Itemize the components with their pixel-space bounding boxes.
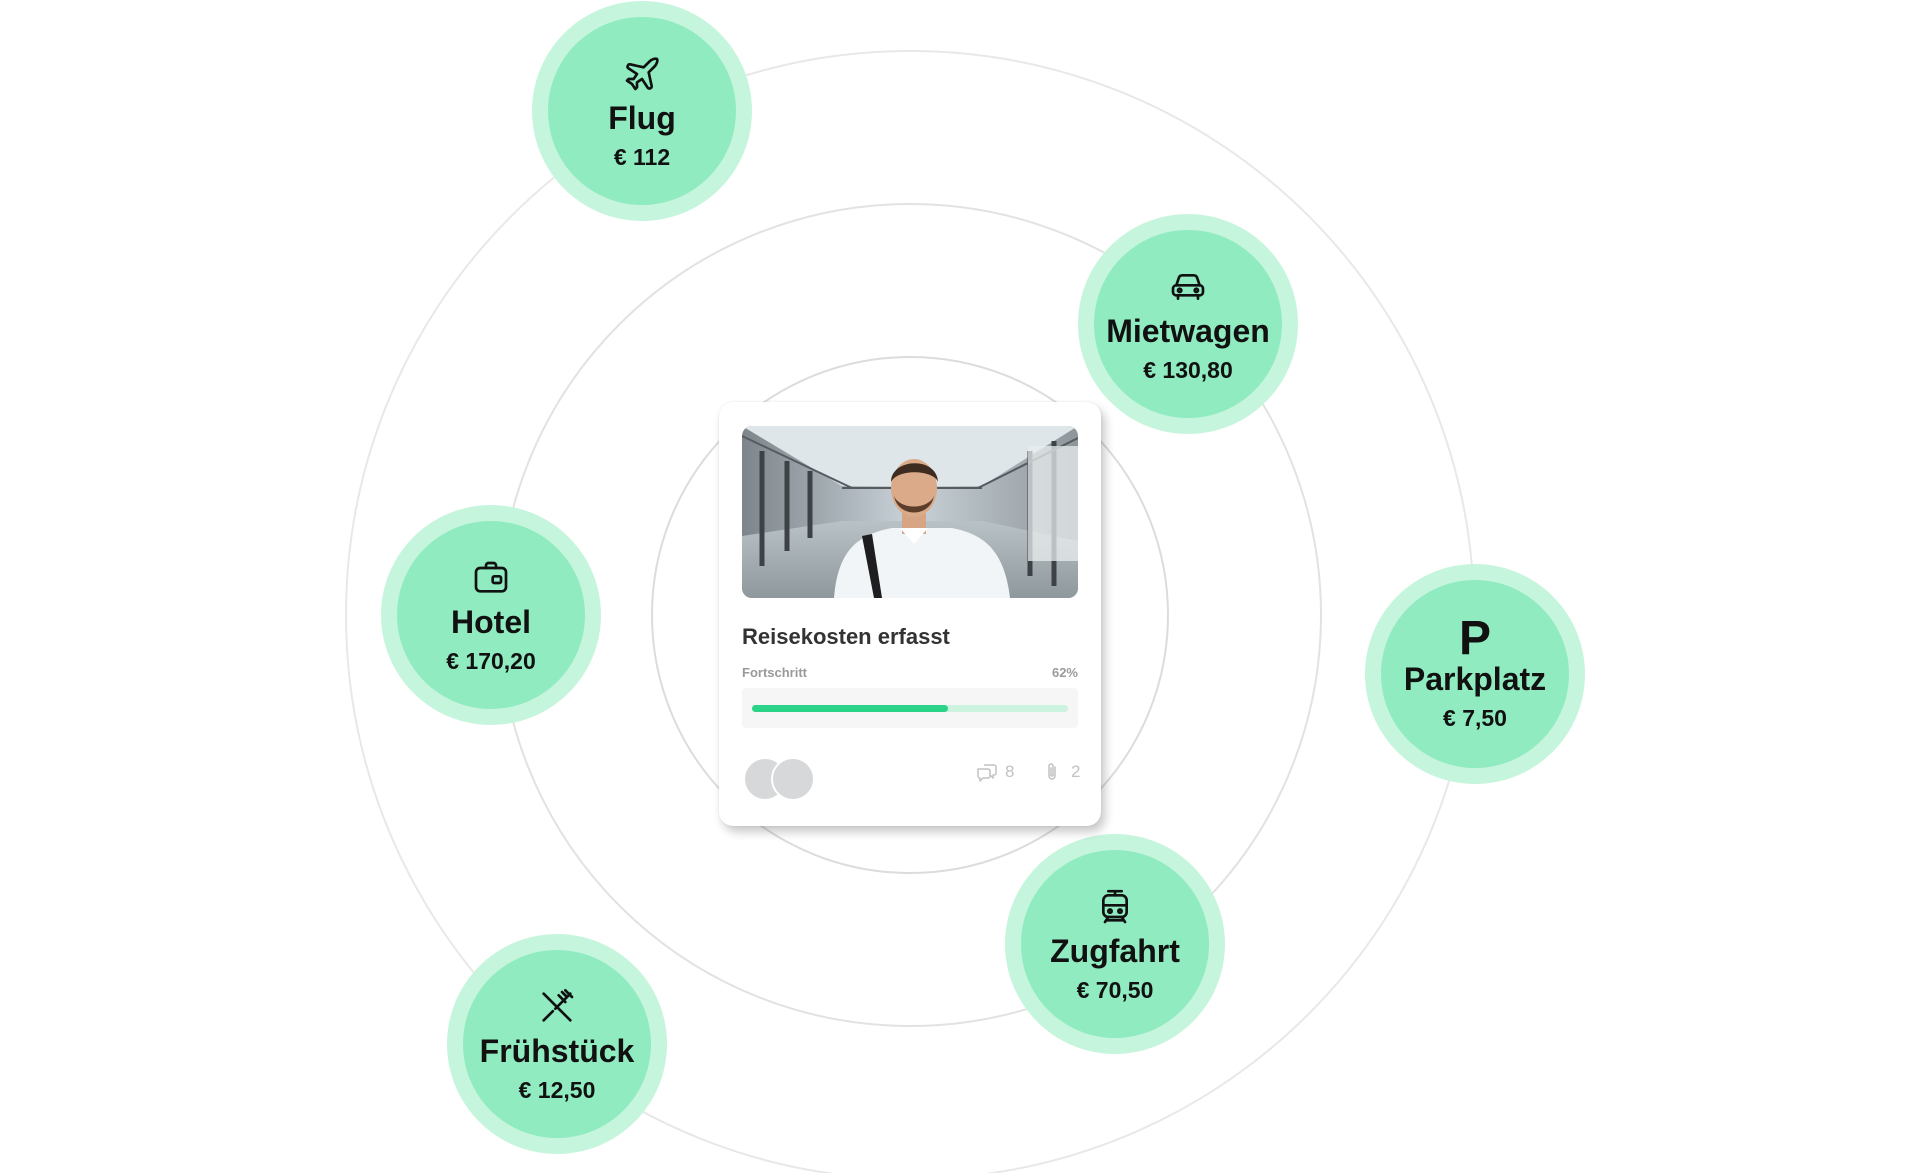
bag-icon xyxy=(471,556,511,598)
fruehstueck-amount: € 12,50 xyxy=(518,1077,596,1103)
comments-value: 8 xyxy=(1005,762,1015,781)
parkplatz-bubble[interactable]: P Parkplatz € 7,50 xyxy=(1365,564,1585,784)
hotel-amount: € 170,20 xyxy=(446,648,536,674)
fruehstueck-bubble[interactable]: Frühstück € 12,50 xyxy=(447,934,667,1154)
traveler-photo xyxy=(742,426,1078,598)
card-title: Reisekosten erfasst xyxy=(742,624,950,649)
mietwagen-amount: € 130,80 xyxy=(1143,357,1233,383)
flug-title: Flug xyxy=(608,100,676,136)
parking-icon: P xyxy=(1458,612,1491,665)
zugfahrt-amount: € 70,50 xyxy=(1076,977,1154,1003)
flug-amount: € 112 xyxy=(613,144,671,170)
progress-fill xyxy=(752,705,948,712)
progress-bar xyxy=(742,688,1078,728)
hotel-bubble[interactable]: Hotel € 170,20 xyxy=(381,505,601,725)
mietwagen-bubble[interactable]: Mietwagen € 130,80 xyxy=(1078,214,1298,434)
train-icon xyxy=(1095,885,1135,927)
progress-percent: 62% xyxy=(1051,665,1078,680)
hotel-title: Hotel xyxy=(451,604,531,640)
progress-track xyxy=(752,705,1068,712)
parkplatz-title: Parkplatz xyxy=(1403,661,1547,697)
attachments-count[interactable]: 2 xyxy=(1041,760,1080,784)
expense-card[interactable]: Reisekosten erfasst Fortschritt 62% 8 2 xyxy=(719,402,1101,826)
progress-label: Fortschritt xyxy=(742,665,807,680)
paperclip-icon xyxy=(1048,763,1056,780)
flug-bubble[interactable]: Flug € 112 xyxy=(532,1,752,221)
airplane-icon xyxy=(622,52,662,94)
comment-icon xyxy=(977,764,997,782)
zugfahrt-bubble[interactable]: Zugfahrt € 70,50 xyxy=(1005,834,1225,1054)
fruehstueck-title: Frühstück xyxy=(479,1033,635,1069)
comments-count[interactable]: 8 xyxy=(975,760,1014,784)
car-icon xyxy=(1168,265,1208,307)
zugfahrt-title: Zugfahrt xyxy=(1050,933,1180,969)
attachments-value: 2 xyxy=(1071,762,1081,781)
parkplatz-amount: € 7,50 xyxy=(1443,705,1507,731)
avatar[interactable] xyxy=(771,757,815,801)
mietwagen-title: Mietwagen xyxy=(1106,313,1270,349)
cutlery-icon xyxy=(537,985,577,1027)
